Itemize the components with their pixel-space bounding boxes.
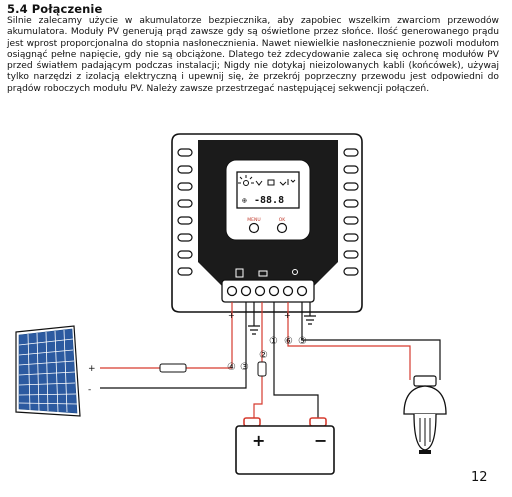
ok-button-label: OK (279, 217, 287, 223)
section-paragraph: Silnie zalecamy użycie w akumulatorze be… (7, 16, 499, 94)
svg-text:④: ④ (227, 362, 236, 373)
menu-button[interactable] (248, 222, 260, 234)
svg-text:⑤: ⑤ (298, 336, 307, 347)
battery-plus-label: + (252, 431, 265, 450)
charge-controller: ⊕ -88.8 MENU OK (171, 133, 363, 313)
battery-fuse (257, 361, 267, 377)
svg-text:+: + (284, 311, 291, 320)
battery-minus-label: − (314, 431, 327, 450)
lcd-readout: -88.8 (254, 195, 284, 206)
terminal-icons (235, 268, 298, 278)
svg-text:③: ③ (240, 362, 249, 373)
svg-text:②: ② (259, 350, 268, 361)
terminal-block (221, 279, 315, 303)
ok-button[interactable] (276, 222, 288, 234)
section-heading: 5.4 Połączenie (7, 2, 103, 16)
svg-text:⑥: ⑥ (284, 336, 293, 347)
lamp-load (403, 375, 447, 454)
solar-panel: + - (15, 325, 96, 417)
page-number: 12 (471, 470, 488, 485)
svg-text:+: + (228, 311, 235, 320)
svg-text:①: ① (269, 336, 278, 347)
pv-fuse (159, 363, 187, 373)
menu-button-label: MENU (247, 217, 260, 223)
svg-text:⊕: ⊕ (242, 196, 247, 205)
battery: + − (235, 417, 335, 475)
pv-minus-label: - (88, 385, 91, 395)
connection-steps: ④ ③ ② ① ⑥ ⑤ (227, 336, 307, 373)
pv-plus-label: + (88, 364, 96, 374)
